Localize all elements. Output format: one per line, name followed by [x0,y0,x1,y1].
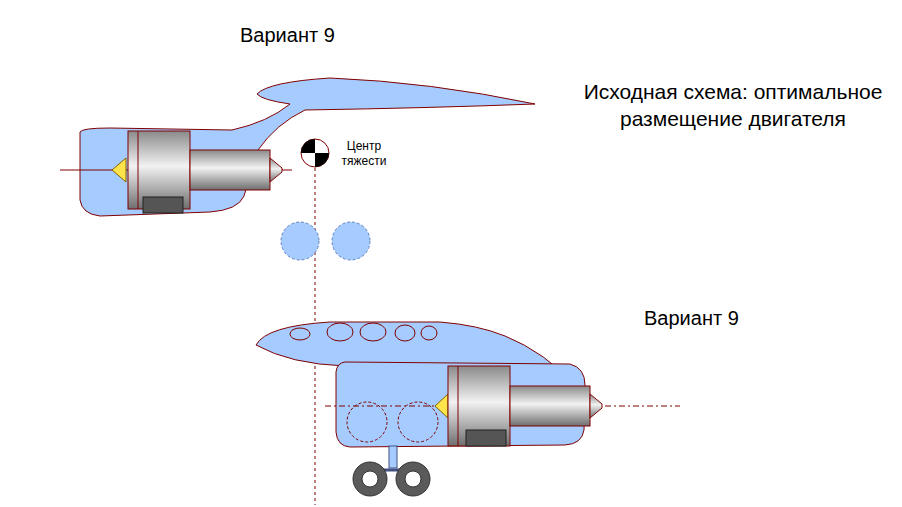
wheel [396,462,430,496]
wheel [353,462,387,496]
variant-label: Вариант 9 [240,22,370,48]
window [290,328,310,340]
spinner [435,394,448,418]
nozzle [270,158,282,182]
nozzle [590,394,602,418]
cg-label: Центр тяжести [334,139,394,169]
fan-ring [458,366,459,446]
window [421,326,437,340]
top-view-nacelle-wing [80,78,535,216]
wheel-hub [405,471,421,487]
accessory-box [143,197,183,213]
wheel-hub [362,471,378,487]
window [327,323,353,341]
window [395,325,415,341]
engine-core [510,386,590,426]
spinner [112,158,126,182]
wheel-stowed [347,402,387,442]
wheel-top [281,222,319,260]
wheel-stowed [398,402,438,442]
gear-strut [389,446,397,468]
cg-quarter [301,139,315,153]
fan-case [448,366,510,446]
variant-label: Вариант 9 [644,305,784,331]
engine-core [190,150,270,190]
cg-symbol [301,139,329,167]
accessory-box [466,430,506,446]
scheme-note: Исходная схема: оптимальное размещение д… [568,78,898,133]
cg-quarter [315,153,329,167]
fan-ring [138,131,139,209]
wheel-top [332,222,370,260]
window [360,323,386,341]
